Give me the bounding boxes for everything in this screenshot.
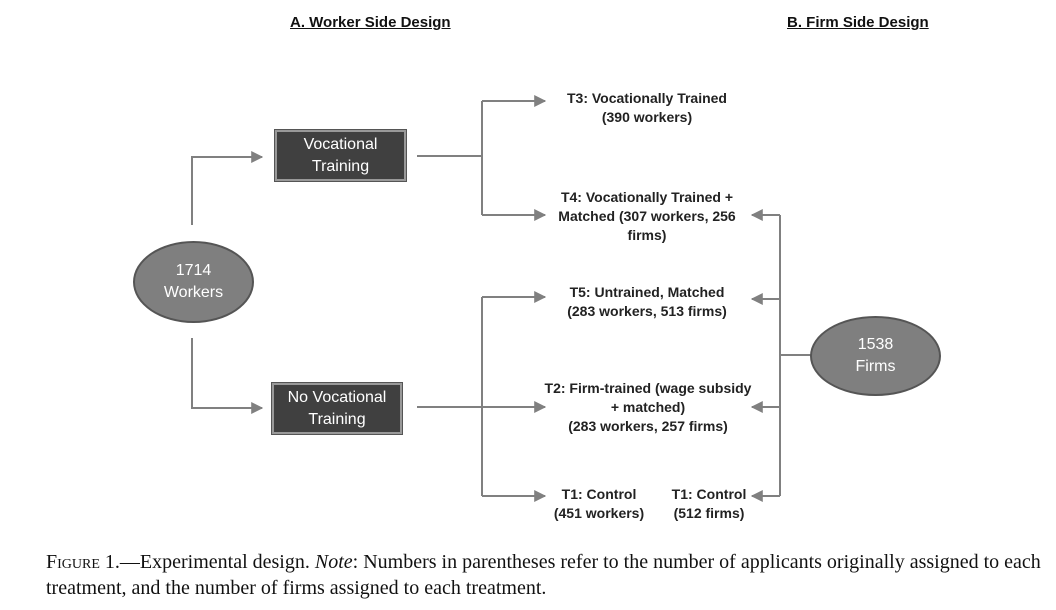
arrow-workers-to-no-vocational — [191, 338, 264, 414]
caption-dash: .—Experimental design. — [114, 551, 315, 573]
caption-figure-label: Figure 1 — [46, 551, 115, 573]
t4-label: T4: Vocationally Trained + Matched (307 … — [547, 188, 747, 245]
t1-workers-line-2: (451 workers) — [553, 505, 645, 521]
t4-line-3: firms) — [627, 227, 667, 243]
t1-firms-label: T1: Control (512 firms) — [664, 485, 754, 523]
t5-line-1: T5: Untrained, Matched — [569, 284, 725, 300]
t2-line-3: (283 workers, 257 firms) — [568, 418, 728, 434]
workers-oval: 1714 Workers — [133, 241, 254, 323]
firms-label: Firms — [855, 358, 896, 375]
t4-line-1: T4: Vocationally Trained + — [560, 189, 734, 205]
t5-line-2: (283 workers, 513 firms) — [567, 303, 727, 319]
workers-count: 1714 — [175, 262, 212, 279]
vocational-line-2: Training — [311, 157, 370, 175]
firm-side-header: B. Firm Side Design — [787, 14, 929, 31]
t3-line-1: T3: Vocationally Trained — [566, 90, 727, 106]
connector-lines — [191, 95, 812, 502]
t3-label: T3: Vocationally Trained (390 workers) — [547, 89, 747, 127]
worker-side-header: A. Worker Side Design — [290, 14, 451, 31]
t5-label: T5: Untrained, Matched (283 workers, 513… — [547, 283, 747, 321]
no-vocational-training-box: No Vocational Training — [272, 383, 402, 434]
caption-text: : Numbers in parentheses refer to the nu… — [46, 551, 1041, 599]
no-vocational-line-2: Training — [308, 410, 366, 428]
t2-line-1: T2: Firm-trained (wage subsidy — [544, 380, 752, 396]
t1-firms-line-1: T1: Control — [671, 486, 747, 502]
t4-line-2: Matched (307 workers, 256 — [558, 208, 736, 224]
t1-workers-line-1: T1: Control — [561, 486, 637, 502]
firms-count: 1538 — [857, 336, 894, 353]
t1-firms-line-2: (512 firms) — [673, 505, 745, 521]
figure-caption: Figure 1.—Experimental design. Note: Num… — [46, 549, 1046, 601]
workers-label: Workers — [163, 284, 224, 301]
t2-line-2: + matched) — [610, 399, 686, 415]
vocational-line-1: Vocational — [303, 135, 378, 153]
t1-workers-label: T1: Control (451 workers) — [547, 485, 651, 523]
arrow-workers-to-vocational — [191, 151, 264, 225]
caption-note-label: Note — [314, 551, 353, 573]
no-vocational-line-1: No Vocational — [287, 388, 387, 406]
t2-label: T2: Firm-trained (wage subsidy + matched… — [538, 379, 758, 436]
firms-oval: 1538 Firms — [810, 316, 941, 396]
t3-line-2: (390 workers) — [601, 109, 693, 125]
vocational-training-box: Vocational Training — [275, 130, 406, 181]
